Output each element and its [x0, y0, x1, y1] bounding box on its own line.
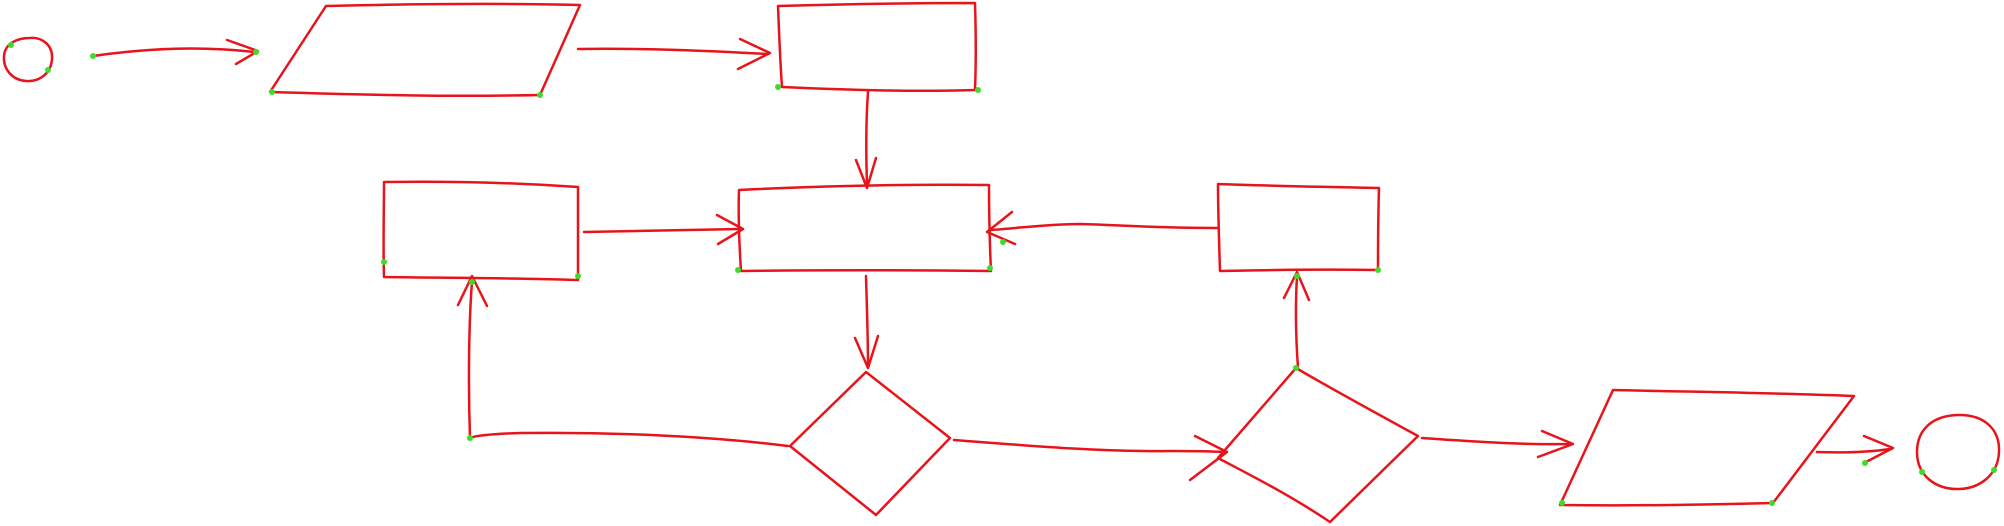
- input-parallelogram-node: [268, 2, 582, 98]
- edge-decision-2-to-output: [1420, 429, 1575, 459]
- edge-main-to-decision-1: [853, 274, 880, 370]
- decision-2-node: [1216, 366, 1420, 524]
- edge-decision-1-to-left: [456, 274, 790, 448]
- output-parallelogram-node: [1558, 388, 1856, 507]
- stroke-endpoint-dots: [8, 42, 1997, 506]
- edge-left-to-main: [582, 213, 745, 246]
- edge-process-1-to-main: [854, 90, 878, 190]
- edge-decision-2-to-right: [1282, 270, 1311, 370]
- start-node: [2, 36, 54, 83]
- decision-1-node: [788, 370, 952, 517]
- edge-right-to-main: [985, 210, 1219, 246]
- process-right-node: [1216, 182, 1381, 273]
- end-node: [1915, 413, 2001, 491]
- edge-start-to-input: [91, 38, 260, 66]
- process-left-node: [382, 180, 580, 282]
- edge-input-to-process-1: [576, 37, 772, 71]
- process-main-node: [737, 183, 993, 273]
- edge-output-to-end: [1815, 434, 1895, 465]
- process-1-node: [776, 1, 977, 93]
- edge-decision-1-to-decision-2: [952, 434, 1229, 482]
